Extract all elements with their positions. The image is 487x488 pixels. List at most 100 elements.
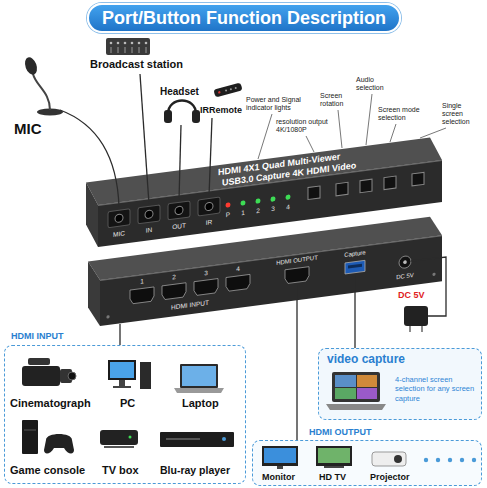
mixer-icon — [131, 42, 134, 45]
indicator-label: 3 — [269, 205, 277, 214]
device-label: TV box — [102, 464, 139, 477]
device-rear — [399, 255, 411, 269]
camcorder-icon — [22, 358, 76, 386]
laptop-device-icon — [180, 364, 218, 388]
device-label: IRRemote — [200, 105, 242, 115]
laptop-icon — [335, 388, 356, 399]
monitor-icon — [262, 446, 298, 466]
leader-line — [306, 136, 314, 152]
laptop-icon — [357, 375, 377, 387]
headset-icon — [164, 110, 172, 123]
device-front — [241, 200, 246, 206]
group-heading: HDMI INPUT — [11, 331, 64, 341]
bluray-player-icon — [160, 432, 234, 447]
more-dots — [448, 458, 452, 462]
device-front — [115, 214, 123, 223]
tv-box-icon — [100, 430, 138, 445]
cable — [354, 275, 355, 348]
mixer-icon — [146, 47, 147, 53]
indicator-label: 1 — [239, 209, 247, 218]
device-front — [412, 172, 424, 186]
device-label: Laptop — [182, 397, 219, 410]
device-rear — [285, 267, 309, 284]
cable — [60, 110, 119, 207]
remote-icon — [213, 83, 242, 98]
laptop-device-icon — [174, 364, 224, 393]
monitor-icon — [264, 448, 296, 463]
camcorder-icon — [68, 372, 76, 380]
port-label: HDMI OUTPUT — [270, 254, 324, 268]
headset-icon — [164, 101, 200, 124]
device-label: Projector — [370, 472, 410, 482]
tv-box-icon — [100, 430, 138, 448]
leader-line — [390, 124, 396, 142]
more-dots — [424, 458, 428, 462]
device-label: Blu-ray player — [160, 464, 230, 476]
tv-box-icon — [129, 436, 132, 439]
power-adapter-icon — [421, 326, 423, 332]
pc-icon — [110, 362, 134, 378]
device-rear — [100, 235, 442, 326]
indicator-label: 2 — [254, 207, 262, 216]
microphone-icon — [23, 56, 63, 116]
cable — [296, 285, 297, 440]
remote-icon — [230, 88, 232, 90]
mixer-icon — [145, 42, 148, 45]
game-console-icon — [22, 420, 38, 454]
port-number: 2 — [162, 272, 186, 283]
device-rear — [130, 287, 154, 304]
device-front — [226, 202, 231, 208]
indicator-label: P — [224, 210, 232, 219]
device-front — [86, 136, 442, 249]
leader-line — [258, 114, 272, 159]
power-adapter-icon — [409, 326, 411, 332]
device-label: Game console — [10, 464, 85, 477]
port-number: 4 — [226, 263, 250, 274]
headset-icon — [192, 110, 200, 123]
projector-icon — [372, 452, 406, 466]
pc-icon — [140, 362, 151, 389]
bluray-player-icon — [222, 437, 226, 441]
mixer-icon — [132, 47, 133, 53]
device-front — [138, 205, 160, 224]
mixer-icon — [117, 42, 120, 45]
mixer-icon — [106, 38, 150, 55]
mixer-icon — [139, 47, 140, 53]
device-rear — [226, 274, 250, 291]
pc-icon — [119, 380, 125, 386]
mixer-icon — [125, 47, 126, 53]
more-dots — [436, 458, 440, 462]
device-front — [384, 176, 396, 190]
port-label: Capture — [335, 248, 375, 260]
pc-icon — [108, 360, 151, 389]
port-label: IR — [198, 217, 220, 227]
callout-label: Audio selection — [356, 76, 392, 92]
device-label: Monitor — [262, 472, 295, 482]
cable — [60, 74, 446, 440]
laptop-icon — [326, 372, 386, 410]
device-rear — [106, 315, 109, 319]
mixer-icon — [111, 47, 112, 53]
mixer-icon — [118, 47, 119, 53]
projector-icon — [394, 455, 402, 463]
tv-icon — [324, 466, 344, 468]
remote-icon — [213, 83, 242, 98]
laptop-device-icon — [182, 366, 216, 386]
port-label: HDMI INPUT — [130, 293, 250, 316]
tv-icon — [316, 446, 352, 466]
box-fill — [318, 348, 482, 420]
game-console-icon — [24, 430, 36, 431]
device-front — [108, 209, 130, 228]
device-front — [86, 181, 98, 249]
remote-icon — [225, 89, 227, 91]
device-front — [145, 210, 153, 219]
monitor-icon — [277, 466, 283, 469]
more-dots — [460, 458, 464, 462]
power-label: DC 5V — [398, 290, 425, 300]
title-banner: Port/Button Function Description — [87, 3, 401, 33]
device-label: Cinematograph — [10, 397, 91, 410]
headset-icon — [168, 101, 196, 115]
tv-box-icon — [104, 446, 134, 448]
